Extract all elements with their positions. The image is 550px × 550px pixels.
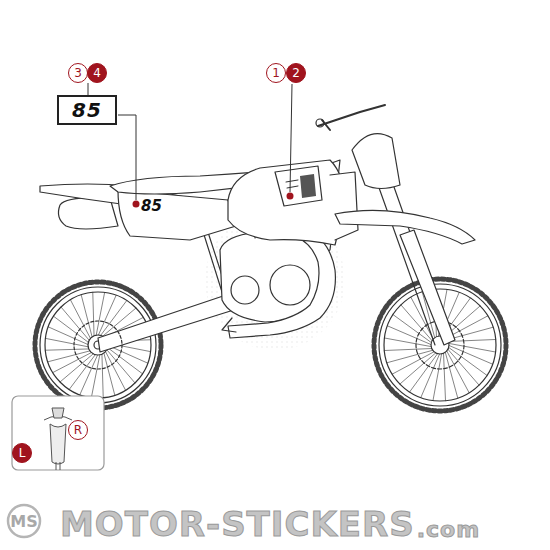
spoke xyxy=(410,353,439,392)
spoke xyxy=(45,338,89,347)
leader-line xyxy=(118,115,136,200)
spoke xyxy=(421,353,440,398)
spoke xyxy=(48,327,89,345)
logo-ring xyxy=(8,505,40,537)
fork-legs xyxy=(400,230,455,345)
leader-line xyxy=(290,84,292,192)
spoke xyxy=(448,347,487,376)
callout-text: 3 xyxy=(74,66,82,80)
spoke xyxy=(384,338,432,347)
callout-text: L xyxy=(19,446,26,460)
callout-text: 2 xyxy=(292,66,300,80)
spoke xyxy=(48,351,91,362)
spoke xyxy=(447,348,479,385)
spoke xyxy=(384,348,433,350)
spoke xyxy=(107,347,143,374)
grip xyxy=(316,119,324,127)
expansion-chamber xyxy=(228,228,335,338)
spoke xyxy=(93,292,94,337)
tank-decal xyxy=(275,166,322,206)
spoke xyxy=(96,292,105,336)
spoke xyxy=(445,351,458,398)
spoke xyxy=(433,353,442,401)
inset-bike-top-view xyxy=(44,408,72,470)
watermark-text: MOTOR-STICKERS xyxy=(60,504,415,544)
spoke xyxy=(45,349,90,350)
spoke xyxy=(69,354,96,390)
clutch-cover xyxy=(270,265,310,305)
callout-dot xyxy=(287,193,294,200)
spoke xyxy=(401,305,433,342)
swingarm xyxy=(98,292,240,352)
spoke xyxy=(400,352,437,384)
tank-shroud xyxy=(228,160,345,245)
rear-disc xyxy=(74,321,122,369)
spoke xyxy=(80,354,98,395)
callout-number: 4 xyxy=(87,63,107,83)
spoke xyxy=(54,316,90,343)
spoke xyxy=(392,351,435,374)
radiator xyxy=(330,172,358,240)
callout-text: R xyxy=(74,423,82,437)
rear-wheel xyxy=(35,282,161,408)
spoke xyxy=(443,352,445,401)
handlebar xyxy=(318,105,385,130)
side-marker: L xyxy=(12,443,32,463)
spoke xyxy=(387,326,432,345)
callout-text: 1 xyxy=(272,66,280,80)
footpeg xyxy=(222,318,236,332)
side-marker: R xyxy=(68,420,88,440)
panel-number: 85 xyxy=(141,197,162,215)
spoke xyxy=(387,350,434,363)
callout-number: 1 xyxy=(266,63,286,83)
number-plate xyxy=(352,134,400,189)
spoke xyxy=(448,345,493,364)
spoke xyxy=(102,353,103,398)
front-fender xyxy=(335,210,475,244)
spoke xyxy=(104,352,115,395)
spoke xyxy=(98,295,116,336)
spoke xyxy=(448,343,496,352)
callout-text: 4 xyxy=(93,66,101,80)
callout-dot xyxy=(133,201,140,208)
watermark-suffix: .com xyxy=(417,517,480,542)
inset-frame xyxy=(12,396,104,470)
sticker-sample: 85 xyxy=(57,95,117,125)
spoke xyxy=(81,295,92,338)
callout-number: 3 xyxy=(68,63,88,83)
spoke xyxy=(91,354,100,398)
sticker-text: 85 xyxy=(72,98,102,122)
logo-mark: MS xyxy=(10,512,37,531)
engine-cover xyxy=(231,276,259,304)
spoke xyxy=(446,350,469,393)
callout-number: 2 xyxy=(286,63,306,83)
